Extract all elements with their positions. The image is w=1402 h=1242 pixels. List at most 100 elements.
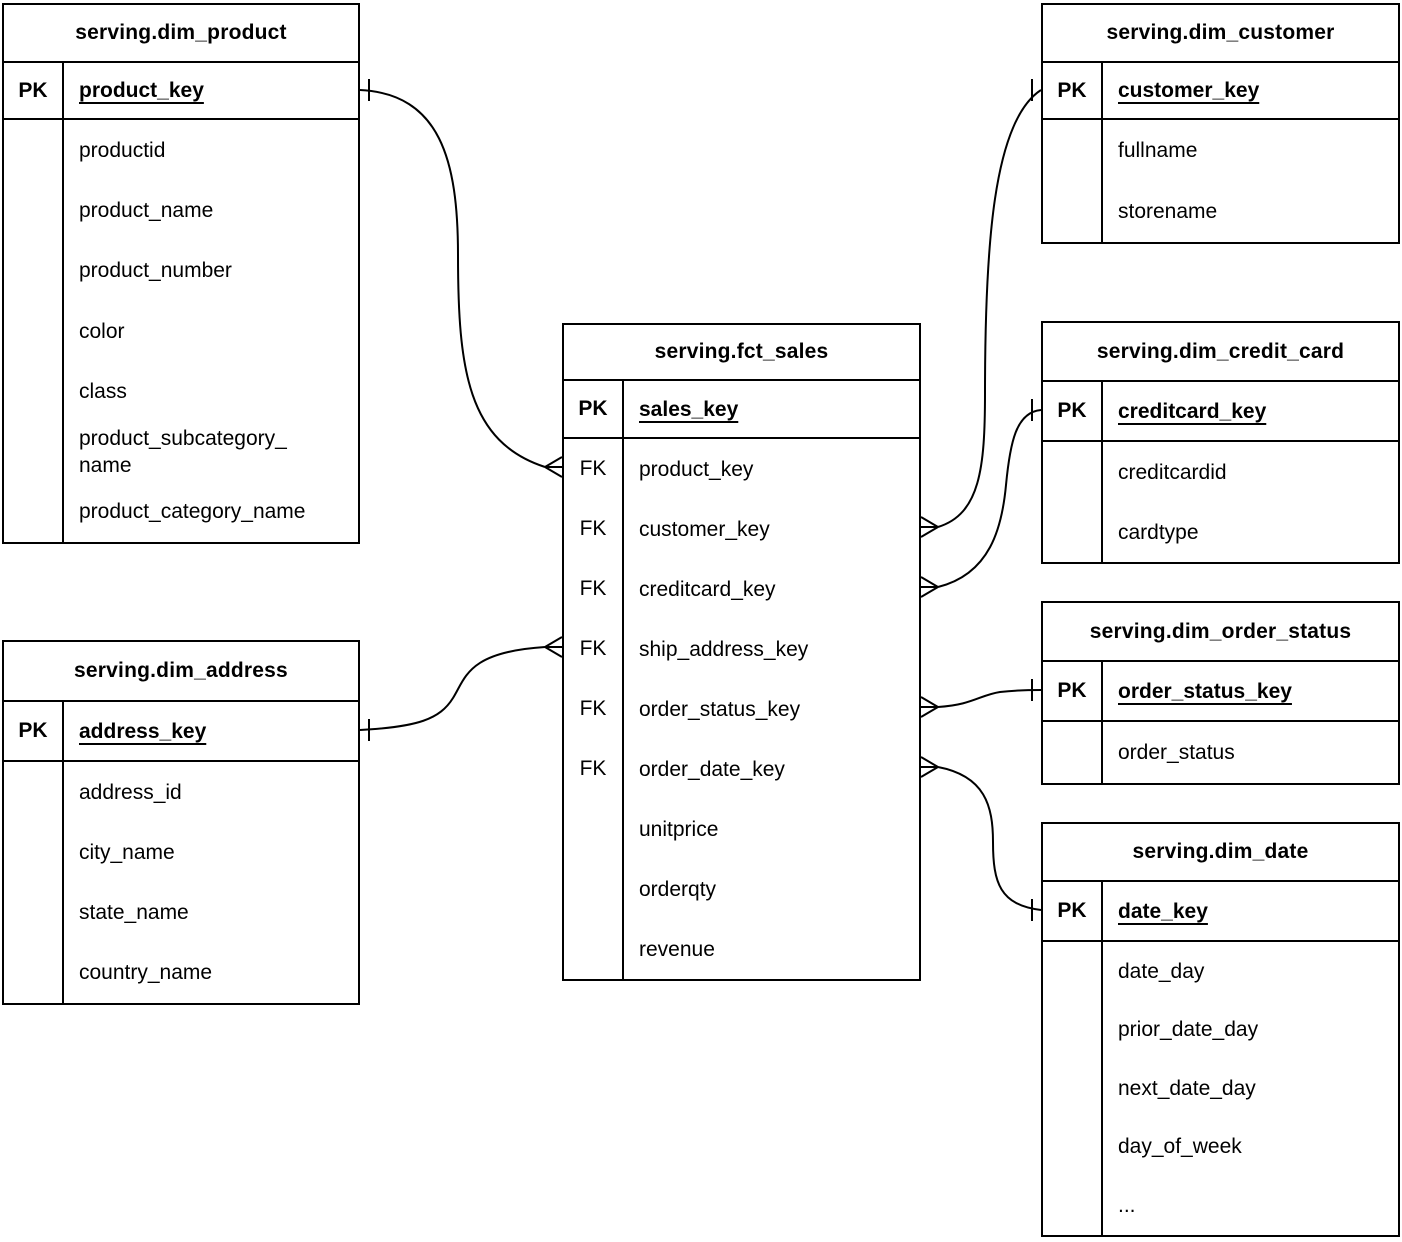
pk-badge: PK xyxy=(4,702,64,760)
field-cell: revenue xyxy=(624,919,919,979)
field-name: address_id xyxy=(79,780,182,804)
field-cell: order_status_key xyxy=(624,679,919,739)
field-name: productid xyxy=(79,138,166,162)
field-row: state_name xyxy=(4,882,358,943)
field-cell: order_date_key xyxy=(624,739,919,799)
field-cell: day_of_week xyxy=(1103,1118,1398,1177)
relationship-dim-credit-card-to-fct-sales xyxy=(920,399,1042,598)
key-cell-empty xyxy=(4,882,64,943)
field-row: order_status xyxy=(1043,722,1398,783)
relationship-line xyxy=(937,89,1042,528)
field-row: date_day xyxy=(1043,942,1398,1001)
field-name: ship_address_key xyxy=(639,637,809,661)
field-cell: product_number xyxy=(64,241,358,301)
table-title: serving.dim_order_status xyxy=(1043,603,1398,662)
key-cell-empty xyxy=(1043,1059,1103,1118)
field-cell: product_key xyxy=(624,439,919,499)
field-row: storename xyxy=(1043,181,1398,242)
field-name: product_category_name xyxy=(79,500,306,524)
field-row: creditcardid xyxy=(1043,442,1398,502)
key-cell-empty xyxy=(1043,722,1103,783)
field-name: customer_key xyxy=(639,517,770,541)
pk-field-name: address_key xyxy=(79,719,207,743)
field-name: country_name xyxy=(79,961,213,985)
field-row: address_id xyxy=(4,762,358,823)
field-cell: prior_date_day xyxy=(1103,1001,1398,1060)
field-cell: storename xyxy=(1103,181,1398,242)
field-cell: unitprice xyxy=(624,799,919,859)
field-row: FK ship_address_key xyxy=(564,619,919,679)
pk-field-name: sales_key xyxy=(639,397,739,421)
field-cell: customer_key xyxy=(624,499,919,559)
relationship-line xyxy=(937,689,1042,708)
field-cell: cardtype xyxy=(1103,502,1398,562)
pk-badge: PK xyxy=(1043,662,1103,720)
relationship-line xyxy=(937,409,1042,588)
field-cell: class xyxy=(64,361,358,421)
fk-badge: FK xyxy=(564,679,624,739)
field-name: day_of_week xyxy=(1118,1135,1242,1159)
pk-badge: PK xyxy=(1043,882,1103,940)
pk-field-name: customer_key xyxy=(1118,79,1260,102)
field-row: ... xyxy=(1043,1176,1398,1235)
field-name: date_day xyxy=(1118,959,1205,983)
cardinality-many-crows-foot xyxy=(920,576,939,598)
key-cell-empty xyxy=(1043,1176,1103,1235)
pk-field-cell: order_status_key xyxy=(1103,662,1398,720)
field-cell: product_subcategory_name xyxy=(64,421,358,481)
field-row: product_name xyxy=(4,180,358,241)
field-name: product_key xyxy=(639,457,754,481)
key-cell-empty xyxy=(1043,120,1103,181)
field-cell: date_day xyxy=(1103,942,1398,1001)
cardinality-many-crows-foot xyxy=(544,456,563,478)
pk-field-name: order_status_key xyxy=(1118,679,1292,703)
field-name: orderqty xyxy=(639,877,717,901)
field-row: product_number xyxy=(4,240,358,301)
field-cell: country_name xyxy=(64,943,358,1003)
field-name: city_name xyxy=(79,840,175,864)
pk-field-cell: sales_key xyxy=(624,381,919,437)
cardinality-many-crows-foot xyxy=(544,636,563,658)
field-name: class xyxy=(79,379,127,403)
field-row: revenue xyxy=(564,919,919,979)
field-name: order_date_key xyxy=(639,757,785,781)
cardinality-many-crows-foot xyxy=(920,756,939,778)
field-name: cardtype xyxy=(1118,520,1199,544)
key-cell-empty xyxy=(4,300,64,362)
field-name: revenue xyxy=(639,937,715,961)
field-row: day_of_week xyxy=(1043,1117,1398,1177)
field-cell: city_name xyxy=(64,822,358,882)
key-cell-empty xyxy=(4,120,64,181)
field-row: product_category_name xyxy=(4,481,358,543)
pk-field-name: creditcard_key xyxy=(1118,399,1267,423)
fk-badge: FK xyxy=(564,619,624,679)
field-row: city_name xyxy=(4,822,358,883)
relationship-dim-date-to-fct-sales xyxy=(920,756,1042,921)
relationship-dim-order-status-to-fct-sales xyxy=(920,679,1042,718)
field-cell: ... xyxy=(1103,1176,1398,1235)
pk-badge: PK xyxy=(564,381,624,437)
field-row: color xyxy=(4,300,358,362)
key-cell-empty xyxy=(1043,1000,1103,1059)
table-title: serving.dim_date xyxy=(1043,824,1398,882)
field-row: orderqty xyxy=(564,859,919,919)
field-cell: color xyxy=(64,301,358,361)
field-name: creditcardid xyxy=(1118,460,1227,484)
relationship-line xyxy=(359,89,546,468)
field-row: productid xyxy=(4,120,358,181)
key-cell-empty xyxy=(4,180,64,241)
field-name: ... xyxy=(1118,1193,1136,1217)
field-cell: orderqty xyxy=(624,859,919,919)
field-row: unitprice xyxy=(564,799,919,859)
relationship-line xyxy=(359,646,546,731)
fk-badge: FK xyxy=(564,499,624,559)
